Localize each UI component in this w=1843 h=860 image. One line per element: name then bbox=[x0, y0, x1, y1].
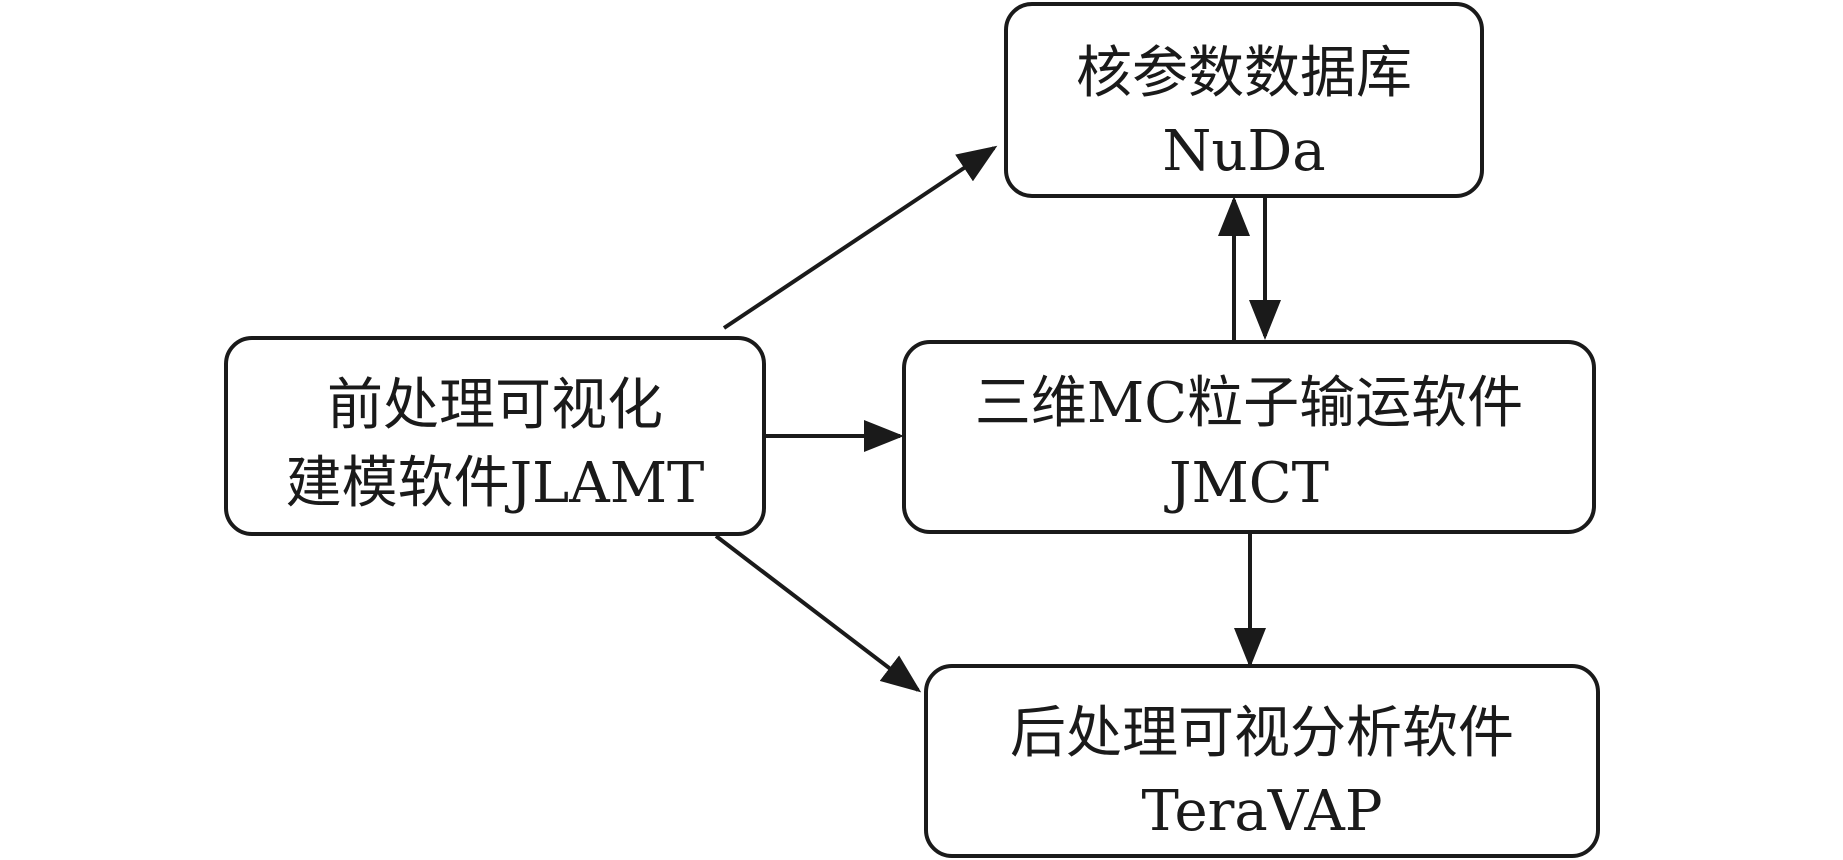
node-nuda-box bbox=[1004, 2, 1484, 198]
edge-jlamt-to-nuda bbox=[722, 145, 998, 330]
edge-jlamt-to-teravap bbox=[714, 534, 922, 693]
node-teravap-title: 后处理可视分析软件 bbox=[1010, 701, 1514, 766]
node-jmct-title: 三维MC粒子输运软件 bbox=[975, 371, 1523, 436]
node-nuda-title: 核参数数据库 bbox=[1076, 41, 1412, 106]
node-jlamt-code: 建模软件JLAMT bbox=[286, 451, 705, 516]
node-jlamt-box bbox=[224, 336, 766, 536]
node-teravap-code: TeraVAP bbox=[1141, 779, 1382, 844]
node-jmct: 三维MC粒子输运软件 JMCT bbox=[902, 340, 1596, 534]
node-teravap-box bbox=[924, 664, 1600, 858]
node-teravap: 后处理可视分析软件 TeraVAP bbox=[924, 664, 1600, 858]
node-nuda: 核参数数据库 NuDa bbox=[1004, 2, 1484, 198]
node-jmct-code: JMCT bbox=[1164, 451, 1329, 516]
node-jmct-box bbox=[902, 340, 1596, 534]
node-jlamt: 前处理可视化 建模软件JLAMT bbox=[224, 336, 766, 536]
node-nuda-code: NuDa bbox=[1162, 119, 1325, 184]
node-jlamt-title: 前处理可视化 bbox=[327, 373, 663, 438]
